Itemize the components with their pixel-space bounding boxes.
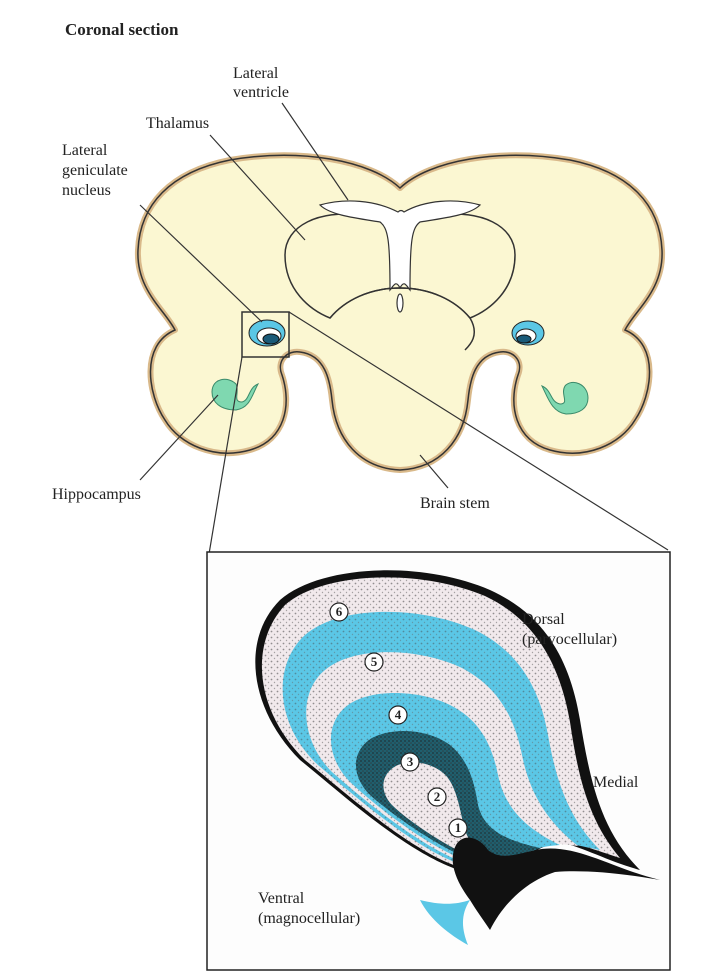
label-ventral-2: (magnocellular) — [258, 910, 360, 927]
lgn-right — [512, 321, 544, 345]
label-lateral-ventricle-2: ventricle — [233, 84, 289, 101]
label-lgn-3: nucleus — [62, 182, 111, 199]
layer-number-2: 2 — [434, 789, 441, 804]
brain-outline — [138, 155, 662, 470]
layer-number-1: 1 — [455, 820, 462, 835]
layer-number-4: 4 — [395, 707, 402, 722]
lgn-left — [249, 320, 285, 346]
label-thalamus: Thalamus — [146, 115, 209, 132]
third-ventricle — [397, 294, 403, 312]
label-ventral-1: Ventral — [258, 890, 305, 907]
figure-title: Coronal section — [65, 20, 179, 39]
layer-number-3: 3 — [407, 754, 414, 769]
label-hippocampus: Hippocampus — [52, 486, 141, 503]
label-lgn-1: Lateral — [62, 142, 108, 159]
label-dorsal-2: (parvocellular) — [522, 631, 617, 648]
label-brain-stem: Brain stem — [420, 495, 490, 512]
layer-number-6: 6 — [336, 604, 343, 619]
label-dorsal-1: Dorsal — [522, 611, 565, 628]
label-lateral-ventricle-1: Lateral — [233, 65, 279, 82]
label-medial: Medial — [593, 774, 639, 791]
brain-section — [138, 155, 662, 470]
layer-number-5: 5 — [371, 654, 378, 669]
label-lgn-2: geniculate — [62, 162, 128, 179]
